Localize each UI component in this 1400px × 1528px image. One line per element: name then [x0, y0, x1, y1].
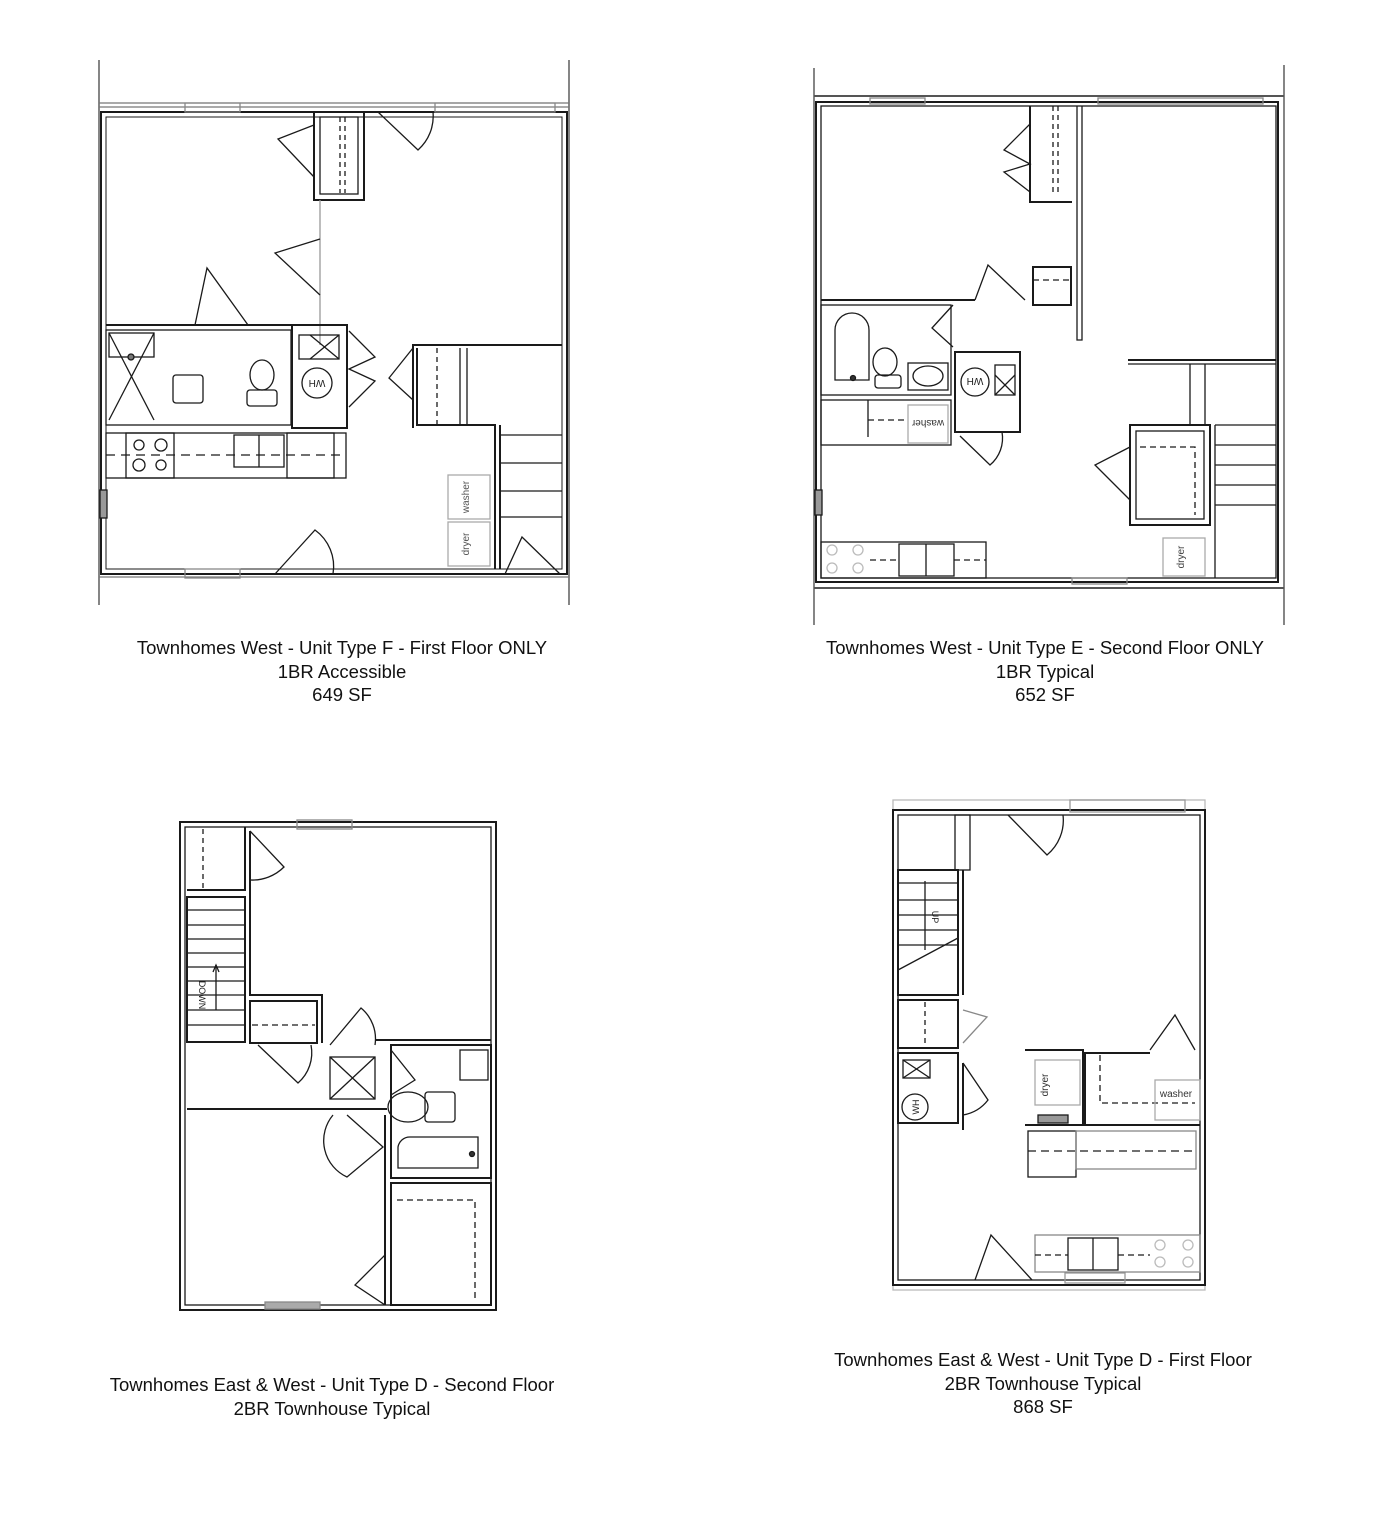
caption-type-d-first: Townhomes East & West - Unit Type D - Fi…	[793, 1348, 1293, 1419]
washer-label: washer	[461, 480, 472, 514]
floor-plan-type-e: WH washer dryer	[810, 60, 1290, 630]
dryer-label: dryer	[1176, 545, 1187, 568]
floor-plan-type-d-first: UP WH dryer washer	[885, 795, 1215, 1295]
plan-subtitle: 1BR Typical	[995, 660, 1095, 682]
plan-title: Townhomes West - Unit Type E - Second Fl…	[825, 637, 1264, 658]
washer-label: washer	[1159, 1089, 1193, 1100]
stairs-down-label: DOWN	[197, 981, 207, 1010]
plan-subtitle: 1BR Accessible	[277, 660, 407, 682]
water-heater-label: WH	[911, 1100, 921, 1115]
plan-area: 868 SF	[1013, 1396, 1073, 1417]
plan-title: Townhomes East & West - Unit Type D - Se…	[109, 1374, 555, 1395]
plan-subtitle: 2BR Townhouse Typical	[233, 1397, 431, 1419]
plan-area: 652 SF	[1015, 684, 1075, 705]
dryer-label: dryer	[461, 532, 472, 555]
caption-type-e: Townhomes West - Unit Type E - Second Fl…	[795, 636, 1295, 707]
washer-label: washer	[911, 417, 945, 428]
caption-type-d-second: Townhomes East & West - Unit Type D - Se…	[82, 1373, 582, 1420]
dryer-label: dryer	[1040, 1073, 1051, 1096]
floor-plan-type-f: WH washer dryer	[95, 55, 575, 610]
plan-subtitle: 2BR Townhouse Typical	[944, 1372, 1142, 1394]
floor-plan-type-d-second: DOWN	[175, 815, 505, 1315]
stairs-up-label: UP	[930, 911, 940, 924]
water-heater-label: WH	[309, 377, 326, 388]
plan-title: Townhomes West - Unit Type F - First Flo…	[136, 637, 548, 658]
plan-area: 649 SF	[312, 684, 372, 705]
plan-title: Townhomes East & West - Unit Type D - Fi…	[834, 1349, 1252, 1370]
caption-type-f: Townhomes West - Unit Type F - First Flo…	[92, 636, 592, 707]
water-heater-label: WH	[967, 375, 984, 386]
